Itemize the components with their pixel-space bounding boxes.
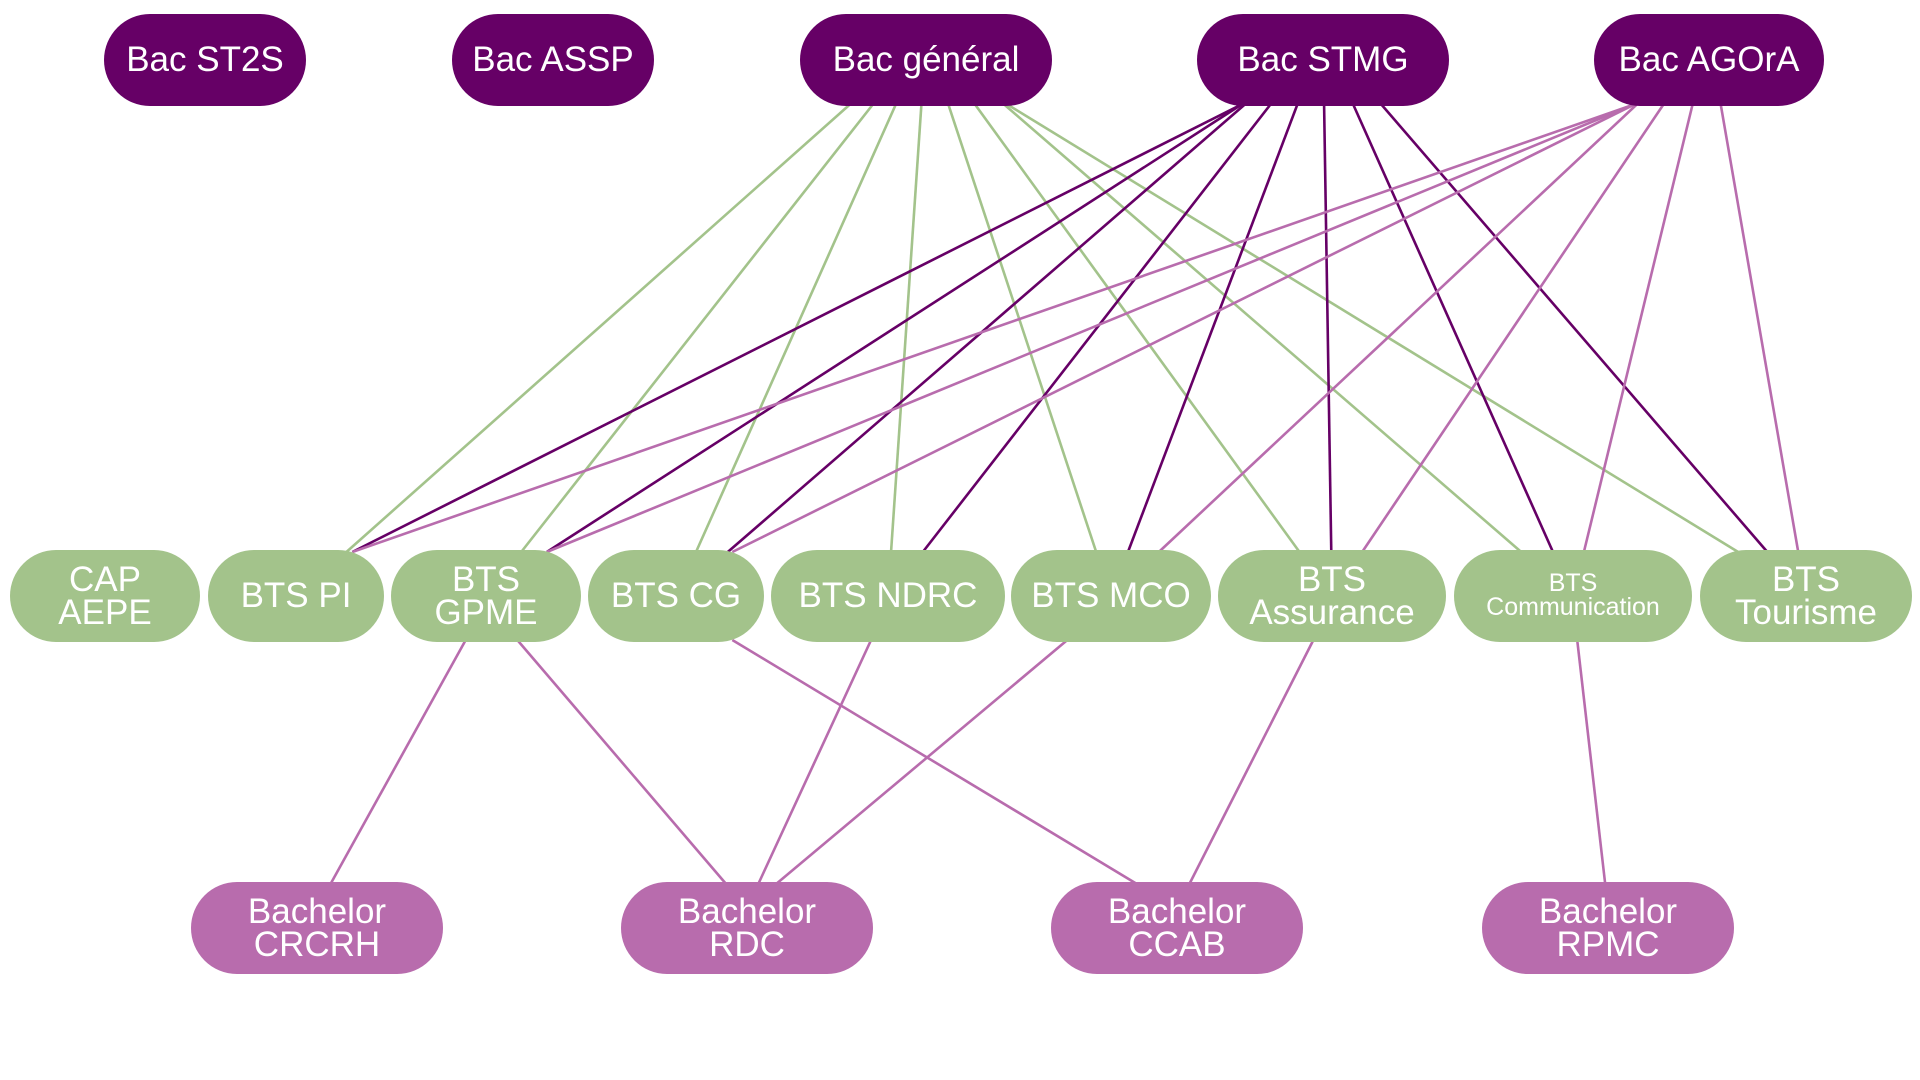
bts-ndrc: BTS NDRC <box>771 550 1005 642</box>
edge-bts-mco-to-bachelor-rdc <box>775 639 1069 885</box>
node-label-line: BTS NDRC <box>798 576 978 616</box>
node-label-line: Bac STMG <box>1237 40 1409 80</box>
bac-agora: Bac AGOrA <box>1594 14 1824 106</box>
bts-cg: BTS CG <box>588 550 764 642</box>
edge-bac-stmg-to-bts-cg <box>726 103 1247 553</box>
edge-bac-stmg-to-bts-tourisme <box>1379 103 1769 553</box>
node-label-line: Bac général <box>832 40 1020 80</box>
edge-bts-cg-to-bachelor-ccab <box>731 638 1138 886</box>
node-label-line: RPMC <box>1556 925 1660 964</box>
node-label-line: Assurance <box>1249 593 1415 632</box>
edge-bac-general-to-bts-mco <box>946 103 1098 553</box>
edge-bac-stmg-to-bts-pi <box>351 102 1243 554</box>
edge-bac-agora-to-bts-cg <box>731 102 1636 554</box>
node-label-line: RDC <box>709 925 785 964</box>
bts-pi: BTS PI <box>208 550 384 642</box>
edge-bac-general-to-bts-tourisme <box>1005 102 1739 554</box>
edge-bts-ndrc-to-bachelor-rdc <box>757 639 873 885</box>
node-label-line: Bac ASSP <box>472 40 634 80</box>
node-label-line: Bachelor <box>247 891 387 931</box>
edge-bac-stmg-to-bts-assurance <box>1322 103 1333 553</box>
edge-bac-general-to-bts-assurance <box>973 103 1301 553</box>
edge-bts-assurance-to-bachelor-ccab <box>1188 639 1315 885</box>
edge-bac-agora-to-bts-assurance <box>1361 103 1665 553</box>
node-label-line: BTS CG <box>610 576 742 616</box>
edge-bac-stmg-to-bts-communication <box>1351 103 1555 553</box>
node-label-line: CAP <box>69 559 141 599</box>
node-label-line: BTS MCO <box>1031 576 1191 616</box>
node-label-line: BTS <box>1297 559 1367 599</box>
bts-mco: BTS MCO <box>1011 550 1211 642</box>
edge-bac-stmg-to-bts-mco <box>1126 103 1299 553</box>
node-label-line: GPME <box>434 593 538 632</box>
node-label-line: BTS <box>451 559 521 599</box>
bac-st2s: Bac ST2S <box>104 14 306 106</box>
bac-general: Bac général <box>800 14 1052 106</box>
node-label-line: CRCRH <box>253 925 381 964</box>
edge-bac-general-to-bts-ndrc <box>889 103 923 553</box>
edge-bac-general-to-bts-communication <box>1002 103 1523 553</box>
node-label-line: CCAB <box>1128 925 1226 964</box>
node-label-line: Communication <box>1486 593 1660 621</box>
node-label-line: BTS PI <box>240 576 352 616</box>
edge-bac-stmg-to-bts-ndrc <box>921 103 1272 553</box>
edge-bac-agora-to-bts-tourisme <box>1719 103 1800 553</box>
node-label-line: BTS <box>1771 559 1841 599</box>
node-label-line: Tourisme <box>1735 593 1877 632</box>
edge-bac-general-to-bts-gpme <box>520 103 875 553</box>
edge-bts-gpme-to-bachelor-crcrh <box>329 639 467 885</box>
bac-stmg: Bac STMG <box>1197 14 1449 106</box>
edge-bac-stmg-to-bts-gpme <box>546 102 1244 554</box>
node-label-line: Bachelor <box>677 891 817 931</box>
edge-bac-agora-to-bts-communication <box>1582 103 1694 553</box>
edge-bac-agora-to-bts-gpme <box>546 102 1636 554</box>
node-label-line: Bachelor <box>1107 891 1247 931</box>
edge-bts-communication-to-bachelor-rpmc <box>1575 639 1607 885</box>
edge-bts-gpme-to-bachelor-rdc <box>516 639 728 885</box>
node-label-line: BTS <box>1548 569 1598 598</box>
node-label-line: Bac ST2S <box>126 40 284 80</box>
edge-bac-agora-to-bts-mco <box>1157 103 1639 553</box>
node-label-line: Bachelor <box>1538 891 1678 931</box>
edge-bac-agora-to-bts-pi <box>351 102 1636 554</box>
bac-assp: Bac ASSP <box>452 14 654 106</box>
node-label-line: Bac AGOrA <box>1618 40 1800 80</box>
node-label-line: AEPE <box>58 593 152 632</box>
edge-bac-general-to-bts-pi <box>345 103 852 553</box>
